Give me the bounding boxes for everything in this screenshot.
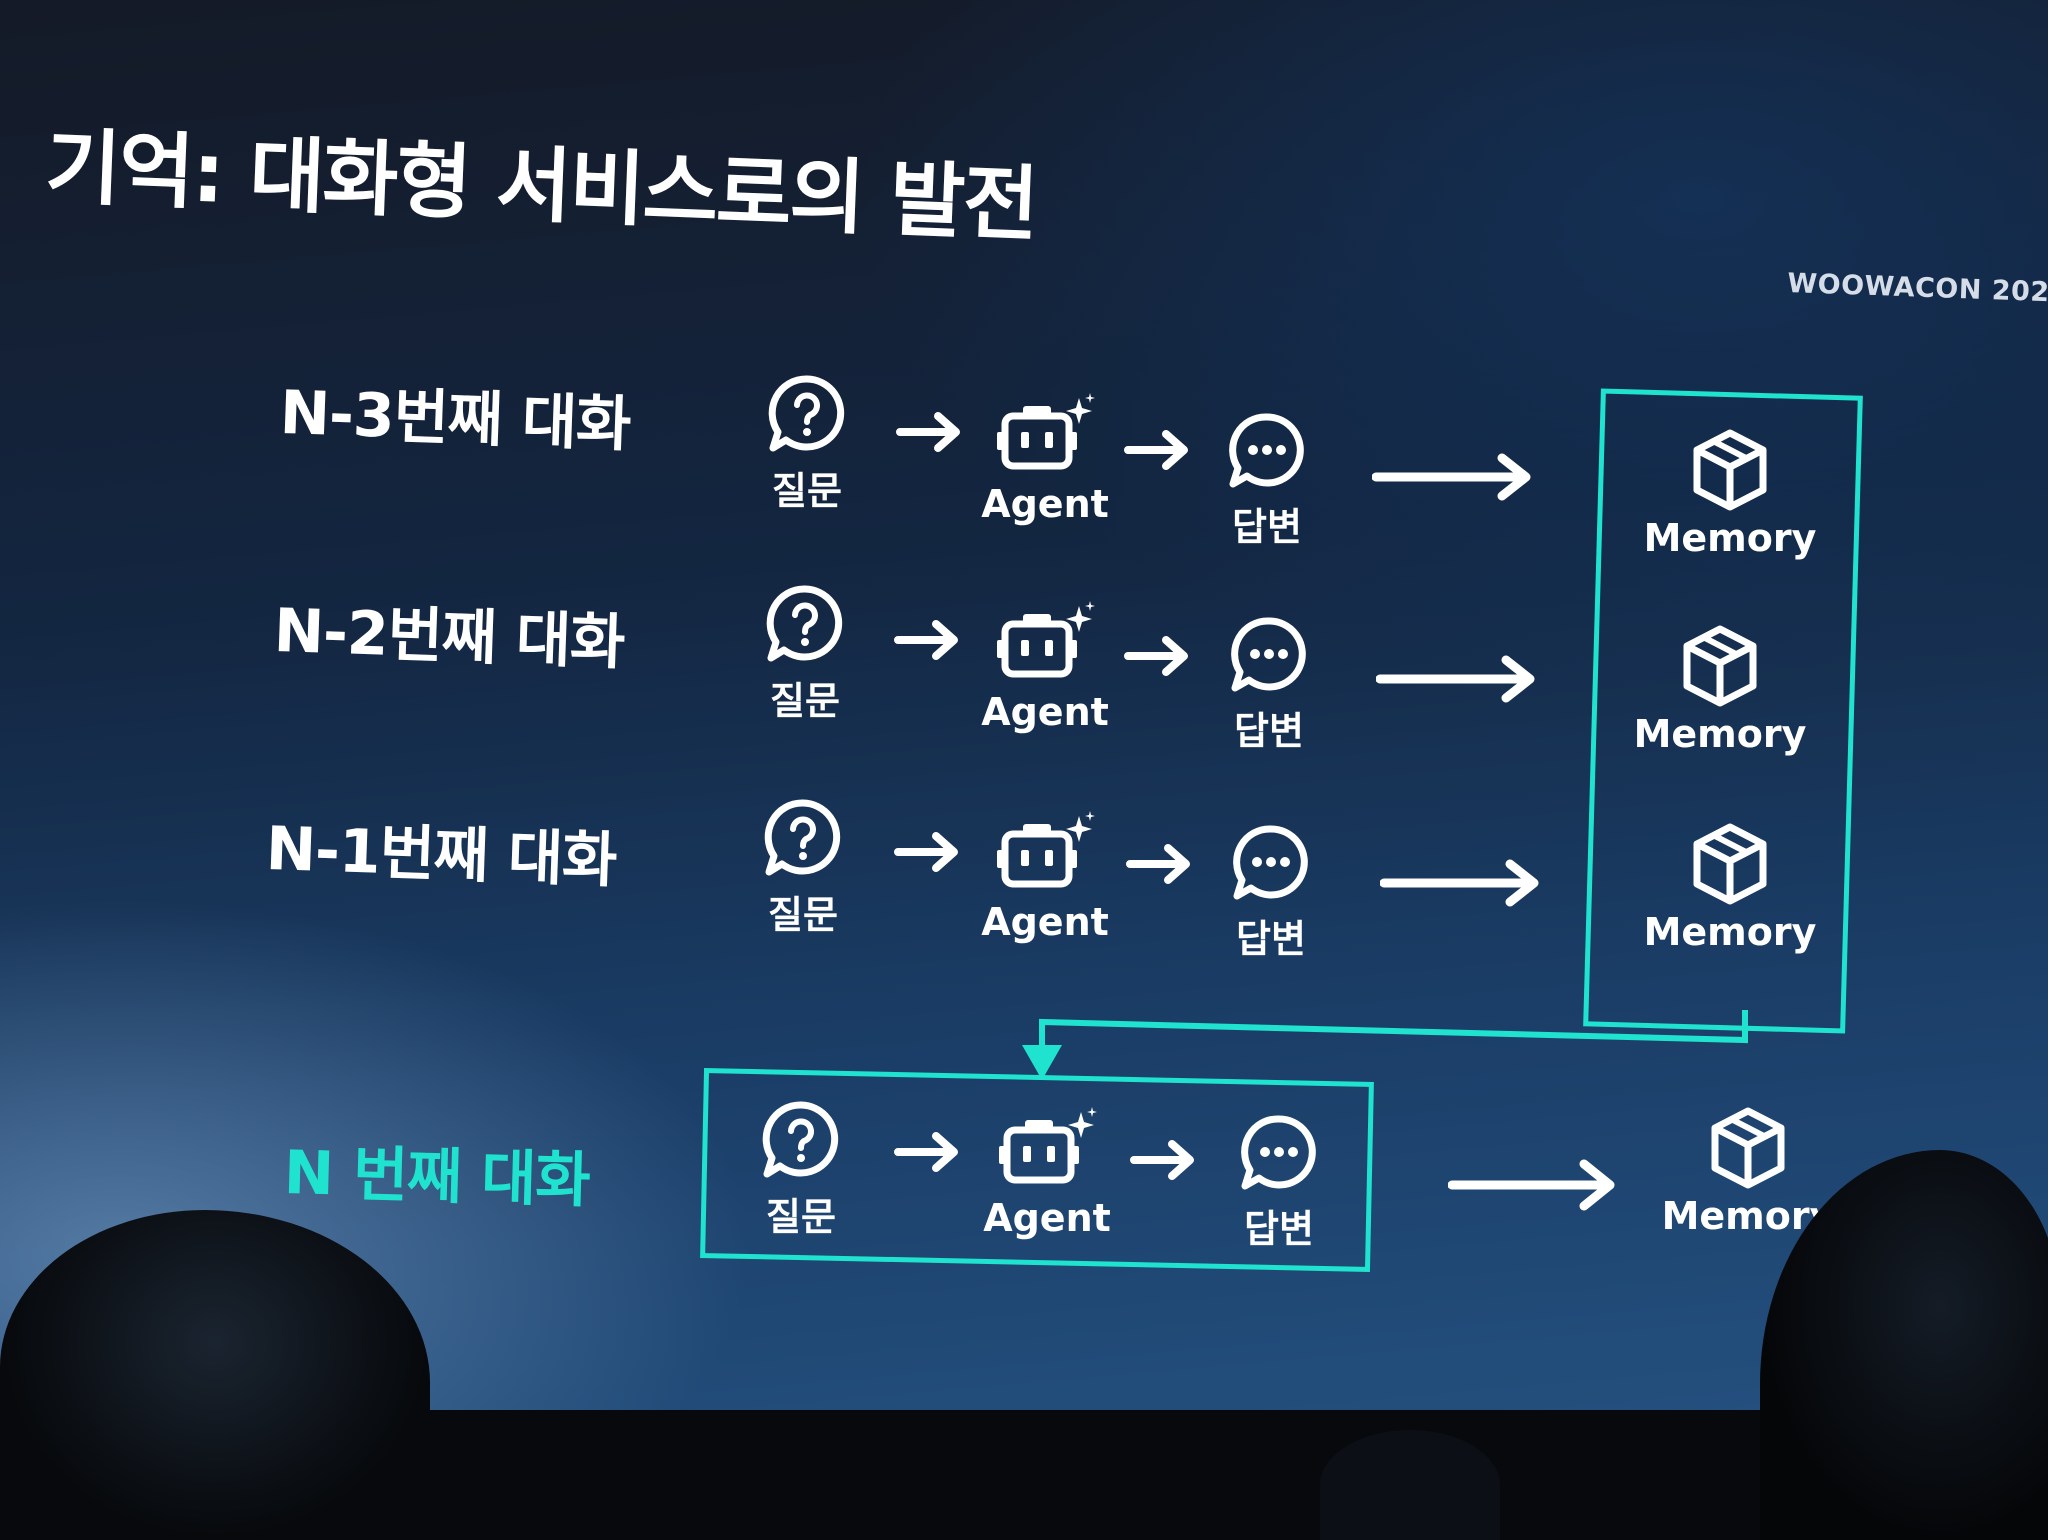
long-arrow-right-icon [1376, 654, 1546, 704]
question-bubble-icon [760, 796, 846, 880]
memory-label: Memory [1640, 910, 1820, 954]
robot-sparkle-icon [993, 810, 1097, 896]
robot-sparkle-icon [993, 392, 1097, 478]
cube-box-icon [1691, 428, 1769, 512]
agent-label: Agent [972, 1196, 1122, 1240]
question-node: 질문 [728, 796, 878, 939]
robot-sparkle-icon [995, 1106, 1099, 1192]
answer-label: 답변 [1204, 1198, 1354, 1253]
arrow-right-icon [1124, 634, 1194, 678]
row-label-n-minus-1: N-1번째 대화 [265, 800, 618, 899]
arrow-right-icon [894, 830, 964, 874]
answer-label: 답변 [1192, 496, 1342, 551]
memory-node: Memory [1640, 822, 1820, 954]
memory-label: Memory [1640, 516, 1820, 560]
chat-dots-icon [1229, 822, 1313, 904]
arrow-right-icon [894, 618, 964, 662]
question-node: 질문 [730, 582, 880, 725]
question-label: 질문 [730, 670, 880, 725]
question-label: 질문 [732, 460, 882, 515]
chat-dots-icon [1225, 410, 1309, 492]
agent-label: Agent [970, 482, 1120, 526]
answer-node: 답변 [1196, 822, 1346, 963]
long-arrow-right-icon [1372, 452, 1542, 502]
row-label-n-minus-3: N-3번째 대화 [279, 364, 632, 463]
chat-dots-icon [1237, 1112, 1321, 1194]
arrow-right-icon [1130, 1138, 1200, 1182]
memory-node: Memory [1630, 624, 1810, 756]
answer-label: 답변 [1194, 700, 1344, 755]
cube-box-icon [1691, 822, 1769, 906]
row-label-n-minus-2: N-2번째 대화 [273, 582, 626, 681]
agent-node: Agent [970, 392, 1120, 526]
arrow-right-icon [896, 410, 966, 454]
answer-node: 답변 [1194, 614, 1344, 755]
long-arrow-right-icon [1448, 1158, 1628, 1212]
agent-label: Agent [970, 690, 1120, 734]
chat-dots-icon [1227, 614, 1311, 696]
question-label: 질문 [726, 1186, 876, 1241]
arrow-right-icon [894, 1130, 964, 1174]
question-bubble-icon [762, 582, 848, 666]
long-arrow-right-icon [1380, 858, 1550, 908]
memory-node: Memory [1640, 428, 1820, 560]
question-node: 질문 [726, 1098, 876, 1241]
presentation-slide: 기억: 대화형 서비스로의 발전 WOOWACON 2025 N-3번째 대화 … [0, 0, 2048, 1410]
cube-box-icon [1681, 624, 1759, 708]
answer-node: 답변 [1192, 410, 1342, 551]
answer-label: 답변 [1196, 908, 1346, 963]
agent-node: Agent [972, 1106, 1122, 1240]
agent-node: Agent [970, 600, 1120, 734]
agent-node: Agent [970, 810, 1120, 944]
row-label-current: N 번째 대화 [283, 1124, 591, 1219]
question-bubble-icon [764, 372, 850, 456]
memory-node: Memory [1658, 1106, 1838, 1238]
question-node: 질문 [732, 372, 882, 515]
arrow-right-icon [1126, 842, 1196, 886]
audience-silhouette-middle [1320, 1430, 1500, 1540]
question-bubble-icon [758, 1098, 844, 1182]
memory-label: Memory [1630, 712, 1810, 756]
agent-label: Agent [970, 900, 1120, 944]
arrow-right-icon [1124, 428, 1194, 472]
robot-sparkle-icon [993, 600, 1097, 686]
cube-box-icon [1709, 1106, 1787, 1190]
question-label: 질문 [728, 884, 878, 939]
answer-node: 답변 [1204, 1112, 1354, 1253]
